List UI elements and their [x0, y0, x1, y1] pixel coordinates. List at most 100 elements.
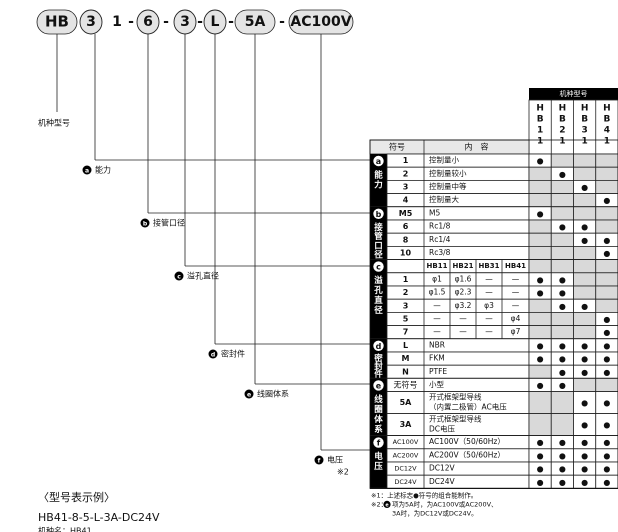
section-f-badge	[373, 437, 384, 448]
row-c-0-mark-1: ●	[559, 275, 566, 284]
section-d-name-0: 密	[373, 353, 383, 364]
row-a-1-model-0	[528, 166, 552, 181]
row-f-0-mark-0: ●	[537, 438, 544, 447]
label-badge-f-letter: f	[318, 458, 321, 465]
row-e-0-sym: 无符号	[394, 380, 418, 390]
row-f-2-mark-0: ●	[537, 465, 544, 474]
row-a-1-model-2	[573, 166, 597, 181]
row-f-2-content: DC12V	[429, 464, 456, 473]
section-f-name-0: 电	[374, 451, 383, 462]
hdr-symbol: 符号	[389, 142, 405, 152]
row-c-3-cell-3: φ4	[511, 314, 521, 323]
row-f-3-mark-3: ●	[603, 478, 610, 487]
row-a-3-model-0	[528, 193, 552, 208]
row-c-1-mark-1: ●	[559, 289, 566, 298]
section-c-name-3: 径	[374, 305, 383, 316]
row-a-0-model-1	[550, 153, 574, 168]
row-c-4-cell-1: —	[459, 327, 467, 336]
row-d-1-mark-1: ●	[559, 355, 566, 364]
row-c-0-sym: 1	[403, 275, 409, 284]
row-b-3-sym: 10	[400, 249, 412, 258]
row-c-3-model-2	[573, 311, 597, 326]
label-d: 密封件	[221, 349, 245, 359]
row-c-2-mark-1: ●	[559, 302, 566, 311]
row-c-1-cell-3: —	[512, 288, 520, 297]
row-c-2-model-0	[528, 298, 552, 313]
example-title: 〈型号表示例〉	[38, 490, 115, 504]
row-c-2-cell-0: —	[433, 301, 441, 310]
hdr-model-HB31-3: 1	[581, 137, 587, 147]
row-c-2-sym: 3	[403, 301, 409, 310]
section-e-name-3: 系	[374, 424, 383, 435]
section-b-name-3: 径	[374, 250, 383, 261]
row-b-1-model-0	[528, 219, 552, 234]
row-b-1-bg	[386, 219, 530, 234]
row-e-0-mark-0: ●	[537, 381, 544, 390]
section-c-subhdr-0: HB11	[427, 262, 448, 270]
label-b: 接管口径	[153, 218, 185, 228]
row-b-1-content: Rc1/8	[429, 222, 451, 231]
row-e-0-model-2	[573, 377, 597, 392]
code-part-3: 6	[143, 14, 153, 30]
section-b-name-0: 接	[374, 222, 383, 233]
row-e-2-mark-3: ●	[603, 421, 610, 430]
section-a-badge	[373, 155, 384, 167]
row-b-0-model-3	[595, 206, 618, 221]
row-d-0-content: NBR	[429, 340, 445, 349]
row-c-4-model-1	[550, 325, 574, 340]
section-c-subhdr-cell-3	[595, 259, 618, 274]
section-e-bar	[370, 378, 387, 436]
section-c-subhdr-1: HB21	[453, 262, 474, 270]
row-a-0-model-3	[595, 153, 618, 168]
row-e-2-content2: DC电压	[429, 424, 456, 434]
row-c-2-mark-2: ●	[581, 302, 588, 311]
row-f-0-mark-1: ●	[559, 438, 566, 447]
row-b-1-model-3	[595, 219, 618, 234]
row-c-0-cell-3: —	[512, 274, 520, 283]
section-d-badge-letter: d	[376, 342, 382, 351]
row-c-3-cell-1: —	[459, 314, 467, 323]
row-d-1-mark-2: ●	[581, 355, 588, 364]
code-part-11: AC100V	[290, 14, 351, 30]
row-c-3-cell-0: —	[433, 314, 441, 323]
note-2-line2: 3A时，为DC12V或DC24V。	[392, 508, 478, 517]
row-c-4-sym: 7	[403, 328, 409, 337]
label-badge-d	[208, 349, 218, 359]
code-part-9: 5A	[245, 14, 266, 30]
hdr-model-HB41-3: 1	[604, 137, 610, 147]
row-a-3-sym: 4	[403, 196, 409, 205]
row-c-0-cell-0: φ1	[432, 274, 442, 283]
row-b-3-model-2	[573, 245, 597, 260]
row-b-0-model-2	[573, 206, 597, 221]
row-c-4-bg	[386, 325, 530, 340]
row-e-1-mark-3: ●	[603, 399, 610, 408]
row-e-1-mark-2: ●	[581, 399, 588, 408]
row-a-0-mark-0: ●	[537, 157, 544, 166]
row-a-3-mark-3: ●	[603, 196, 610, 205]
row-d-1-mark-3: ●	[603, 355, 610, 364]
row-d-2-sym: N	[402, 367, 409, 376]
row-e-1-sym: 5A	[400, 398, 413, 407]
section-d-name-1: 封	[374, 361, 383, 372]
hdr-model-HB11-1: B	[537, 115, 544, 125]
row-f-0-mark-2: ●	[581, 438, 588, 447]
row-b-2-model-1	[550, 232, 574, 247]
row-b-0-content: M5	[429, 208, 440, 217]
section-b-badge	[373, 208, 384, 219]
section-e-name-2: 体	[374, 414, 383, 425]
row-d-2-mark-2: ●	[581, 368, 588, 377]
label-badge-b-letter: b	[143, 221, 148, 228]
row-c-1-cell-1: φ2.3	[455, 288, 472, 297]
row-f-1-content: AC200V（50/60Hz）	[429, 450, 505, 459]
row-c-1-sym: 2	[403, 288, 409, 297]
row-a-0-sym: 1	[403, 156, 409, 165]
row-b-1-sym: 6	[403, 222, 409, 231]
row-e-1-content2: （内置二极管）AC电压	[429, 402, 507, 412]
note-1: ※1：上述标志●符号的组合能制作。	[371, 490, 477, 499]
row-b-2-mark-3: ●	[603, 236, 610, 245]
row-b-3-content: Rc3/8	[429, 248, 451, 257]
row-b-2-sym: 8	[403, 235, 409, 244]
section-c-subhdr-2: HB31	[479, 262, 500, 270]
row-c-3-bg	[386, 311, 530, 326]
